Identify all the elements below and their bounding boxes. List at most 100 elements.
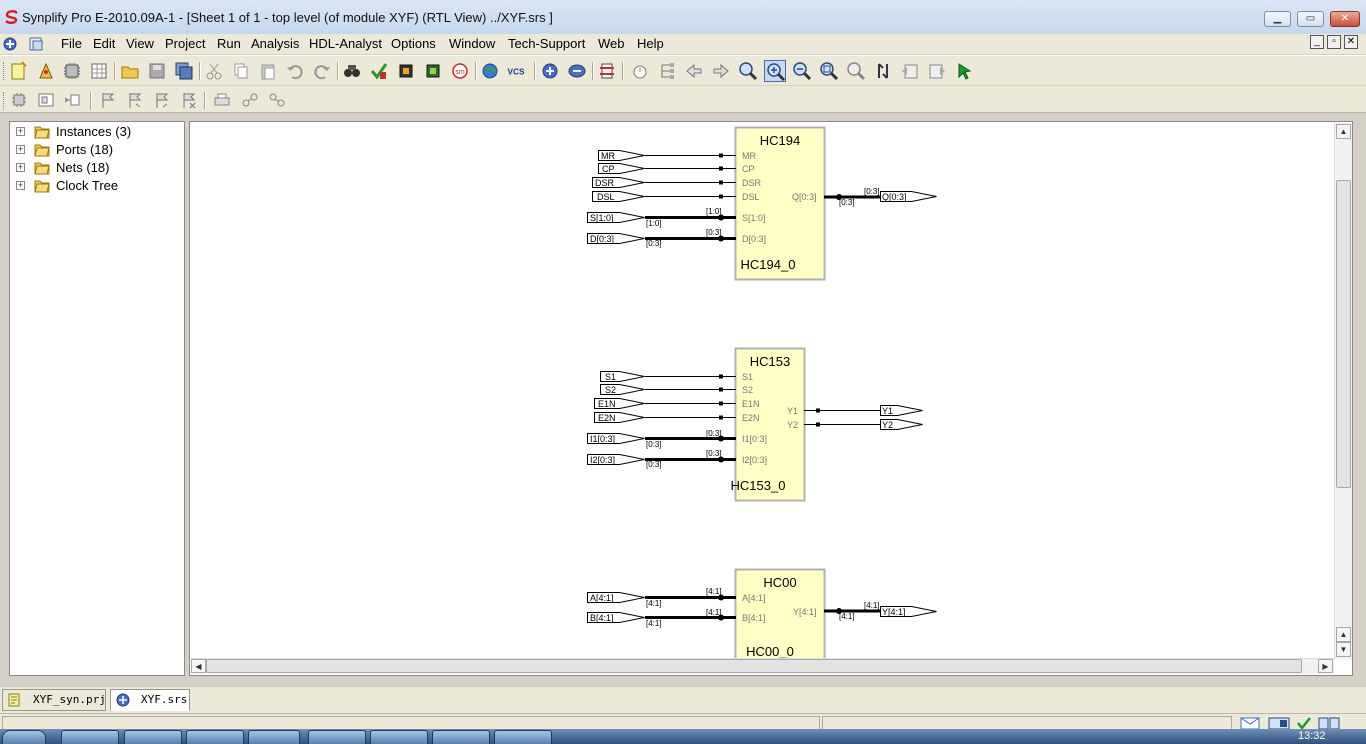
zoom-in-icon[interactable] [737, 60, 759, 82]
port-y2[interactable]: Y2 [880, 419, 923, 431]
tree-expander-icon[interactable]: + [16, 126, 25, 136]
probe-icon[interactable] [239, 89, 261, 111]
globe-icon[interactable] [479, 60, 501, 82]
scroll-down-icon[interactable]: ▼ [1336, 642, 1351, 657]
port-s[interactable]: S[1:0] [587, 212, 645, 224]
save-all-icon[interactable] [173, 60, 195, 82]
compile-icon[interactable] [395, 60, 417, 82]
menu-run[interactable]: Run [217, 36, 241, 51]
taskbar-app-chrome[interactable] [370, 730, 428, 744]
tab-xyf-srs[interactable]: XYF.srs [110, 689, 190, 711]
hc00-instance[interactable]: HC00 HC00_0 A[4:1] B[4:1] A[4:1] B[4:1] … [587, 568, 937, 660]
port-d[interactable]: D[0:3] [587, 233, 645, 245]
menu-edit[interactable]: Edit [93, 36, 116, 51]
mdi-close-button[interactable]: ✕ [1344, 35, 1358, 49]
vertical-scroll-thumb[interactable] [1336, 180, 1351, 488]
schematic-canvas[interactable]: HC194 HC194_0 MR CP DSR DSL S[1:0] D[0:3… [190, 122, 1334, 659]
flatten-icon[interactable] [872, 60, 894, 82]
zoom-area-icon[interactable] [764, 60, 786, 82]
port-s2[interactable]: S2 [600, 384, 645, 396]
folder-open-icon[interactable] [119, 60, 141, 82]
cut-icon[interactable] [203, 60, 225, 82]
toolbar-grip[interactable] [3, 92, 6, 110]
start-button[interactable] [2, 730, 46, 744]
toolbar-grip[interactable] [3, 62, 6, 80]
menu-web[interactable]: Web [598, 36, 625, 51]
menu-analysis[interactable]: Analysis [251, 36, 300, 51]
save-icon[interactable] [146, 60, 168, 82]
menu-file[interactable]: File [61, 36, 82, 51]
synthesize-icon[interactable] [422, 60, 444, 82]
menu-project[interactable]: Project [165, 36, 206, 51]
port-y[interactable]: Y[4:1] [880, 606, 937, 618]
find-icon[interactable] [341, 60, 363, 82]
taskbar-app-browser[interactable] [186, 730, 244, 744]
flag-next-icon[interactable] [151, 89, 173, 111]
close-button[interactable]: ✕ [1330, 11, 1360, 27]
maximize-button[interactable]: ▭ [1297, 11, 1324, 27]
document-menu-icon[interactable] [28, 36, 44, 52]
port-a[interactable]: A[4:1] [587, 592, 645, 604]
hierarchy-icon[interactable] [656, 60, 678, 82]
port-y1[interactable]: Y1 [880, 405, 923, 417]
taskbar-app-explorer[interactable] [248, 730, 300, 744]
redo-icon[interactable] [311, 60, 333, 82]
menu-help[interactable]: Help [637, 36, 664, 51]
port-e2n[interactable]: E2N [594, 412, 645, 424]
undo-icon[interactable] [284, 60, 306, 82]
panel-splitter[interactable] [185, 121, 189, 676]
filter-icon[interactable] [596, 60, 618, 82]
timer-icon[interactable] [629, 60, 651, 82]
zoom-fit-icon[interactable] [818, 60, 840, 82]
back-icon[interactable] [683, 60, 705, 82]
menu-view[interactable]: View [126, 36, 154, 51]
scroll-up-icon[interactable]: ▲ [1336, 124, 1351, 139]
menu-options[interactable]: Options [391, 36, 436, 51]
pop-icon[interactable] [566, 60, 588, 82]
chip-small-icon[interactable] [8, 89, 30, 111]
taskbar-clock[interactable]: 13:32 [1298, 730, 1326, 742]
mdi-minimize-button[interactable]: _ [1310, 35, 1324, 49]
menu-tech-support[interactable]: Tech-Support [508, 36, 586, 51]
hc194-instance[interactable]: HC194 HC194_0 MR CP DSR DSL S[1:0] D[0:3… [587, 126, 937, 281]
hc00-block[interactable] [734, 568, 826, 660]
taskbar-app-ie[interactable] [61, 730, 119, 744]
prev-sheet-icon[interactable] [899, 60, 921, 82]
vcs-icon[interactable]: VCS [505, 60, 529, 82]
taskbar-app-editor[interactable] [308, 730, 366, 744]
copy-icon[interactable] [230, 60, 252, 82]
rtl-schematic-view[interactable]: HC194 HC194_0 MR CP DSR DSL S[1:0] D[0:3… [189, 121, 1353, 676]
zoom-100-icon[interactable] [845, 60, 867, 82]
tree-expander-icon[interactable]: + [16, 180, 25, 190]
hc194-block[interactable] [734, 126, 826, 281]
check-icon[interactable] [1296, 716, 1312, 730]
port-q[interactable]: Q[0:3] [880, 191, 937, 203]
taskbar-app-synplify[interactable] [494, 730, 552, 744]
port-cp[interactable]: CP [598, 163, 645, 175]
menu-window[interactable]: Window [449, 36, 496, 51]
taskbar-app-qq[interactable] [432, 730, 490, 744]
port-s1[interactable]: S1 [600, 371, 645, 383]
zoom-out-icon[interactable] [791, 60, 813, 82]
chip-icon[interactable] [61, 60, 83, 82]
tree-expander-icon[interactable]: + [16, 162, 25, 172]
port-mr[interactable]: MR [598, 150, 645, 162]
port-i1[interactable]: I1[0:3] [587, 433, 645, 445]
port-i2[interactable]: I2[0:3] [587, 454, 645, 466]
table-icon[interactable] [88, 60, 110, 82]
flag-icon[interactable] [97, 89, 119, 111]
tree-expander-icon[interactable]: + [16, 144, 25, 154]
push-menu-icon[interactable] [2, 36, 18, 52]
minimize-button[interactable]: ▁ [1264, 11, 1291, 27]
flag-clear-icon[interactable] [178, 89, 200, 111]
next-sheet-icon[interactable] [926, 60, 948, 82]
push-icon[interactable] [539, 60, 561, 82]
new-project-icon[interactable] [8, 60, 30, 82]
port-e1n[interactable]: E1N [594, 398, 645, 410]
expand-icon[interactable] [35, 89, 57, 111]
mdi-restore-button[interactable]: ▫ [1327, 35, 1341, 49]
port-b[interactable]: B[4:1] [587, 612, 645, 624]
check-icon[interactable] [368, 60, 390, 82]
sm-icon[interactable]: sm [449, 60, 471, 82]
taskbar-app-media[interactable] [124, 730, 182, 744]
